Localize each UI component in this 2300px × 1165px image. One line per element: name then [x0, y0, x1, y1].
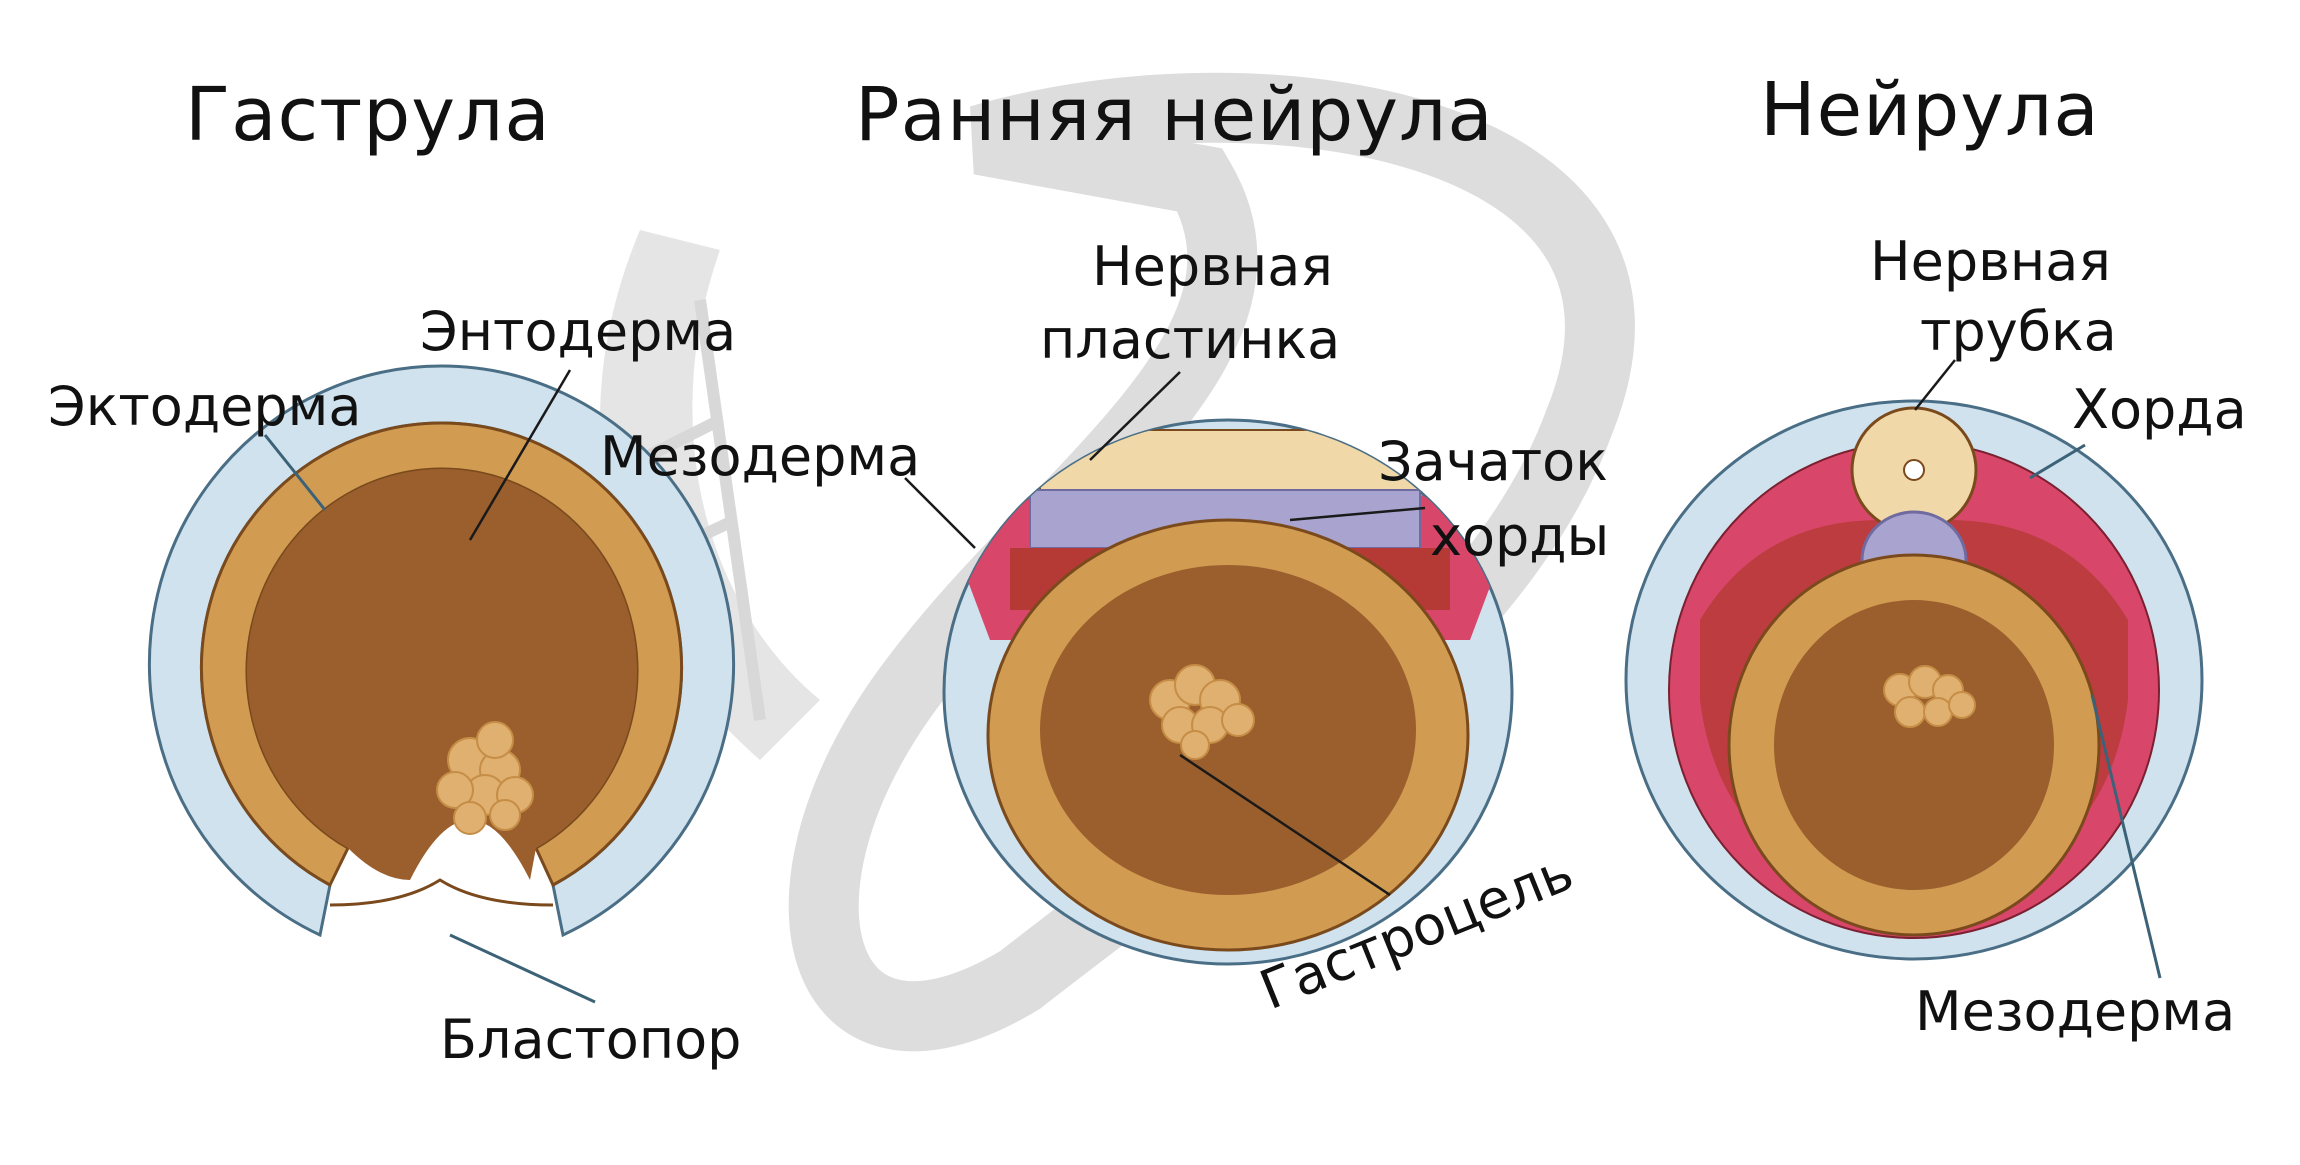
leader-gastrocoel — [1179, 753, 1391, 897]
label-notochord: Хорда — [2072, 378, 2247, 441]
title-neurula: Нейрула — [1760, 67, 2100, 153]
leader-notochord — [2029, 443, 2086, 480]
leader-blastopore — [449, 933, 596, 1004]
leader-ectoderm — [263, 434, 327, 511]
early-neurula-yolk-cluster — [1149, 664, 1255, 760]
label-neural-plate-2: пластинка — [1040, 308, 1340, 371]
label-notochord-rudiment-2: хорды — [1430, 505, 1609, 568]
label-mesoderm-neurula: Мезодерма — [1915, 980, 2235, 1043]
neurula-gut-cavity — [1774, 600, 2054, 890]
leader-notochord-rudiment — [1289, 506, 1426, 522]
leader-lines — [263, 359, 2162, 1004]
gastrula-embryo — [148, 364, 735, 938]
gastrula-yolk-cluster — [436, 721, 534, 835]
leader-endoderm — [468, 369, 572, 541]
label-mesoderm-early: Мезодерма — [600, 425, 920, 488]
title-gastrula: Гаструла — [185, 72, 551, 158]
neurula-embryo — [1624, 399, 2204, 961]
label-neural-plate-1: Нервная — [1092, 235, 1333, 298]
leader-neural-tube — [1914, 359, 1956, 411]
title-early-neurula: Ранняя нейрула — [855, 72, 1494, 158]
label-ectoderm: Эктодерма — [48, 375, 361, 438]
leader-mesoderm-neurula — [2090, 694, 2162, 979]
early-neurula-embryo — [942, 418, 1514, 966]
blastopore-opening — [329, 878, 554, 907]
label-neural-tube-1: Нервная — [1870, 230, 2111, 293]
label-blastopore: Бластопор — [440, 1008, 741, 1071]
neurula-yolk-cluster — [1883, 665, 1976, 728]
label-neural-tube-2: трубка — [1920, 300, 2117, 363]
leader-mesoderm-early — [904, 477, 976, 549]
gastrula-cavity — [246, 469, 637, 880]
leader-neural-plate — [1089, 371, 1181, 461]
label-notochord-rudiment-1: Зачаток — [1378, 430, 1608, 493]
label-endoderm: Энтодерма — [420, 300, 736, 363]
